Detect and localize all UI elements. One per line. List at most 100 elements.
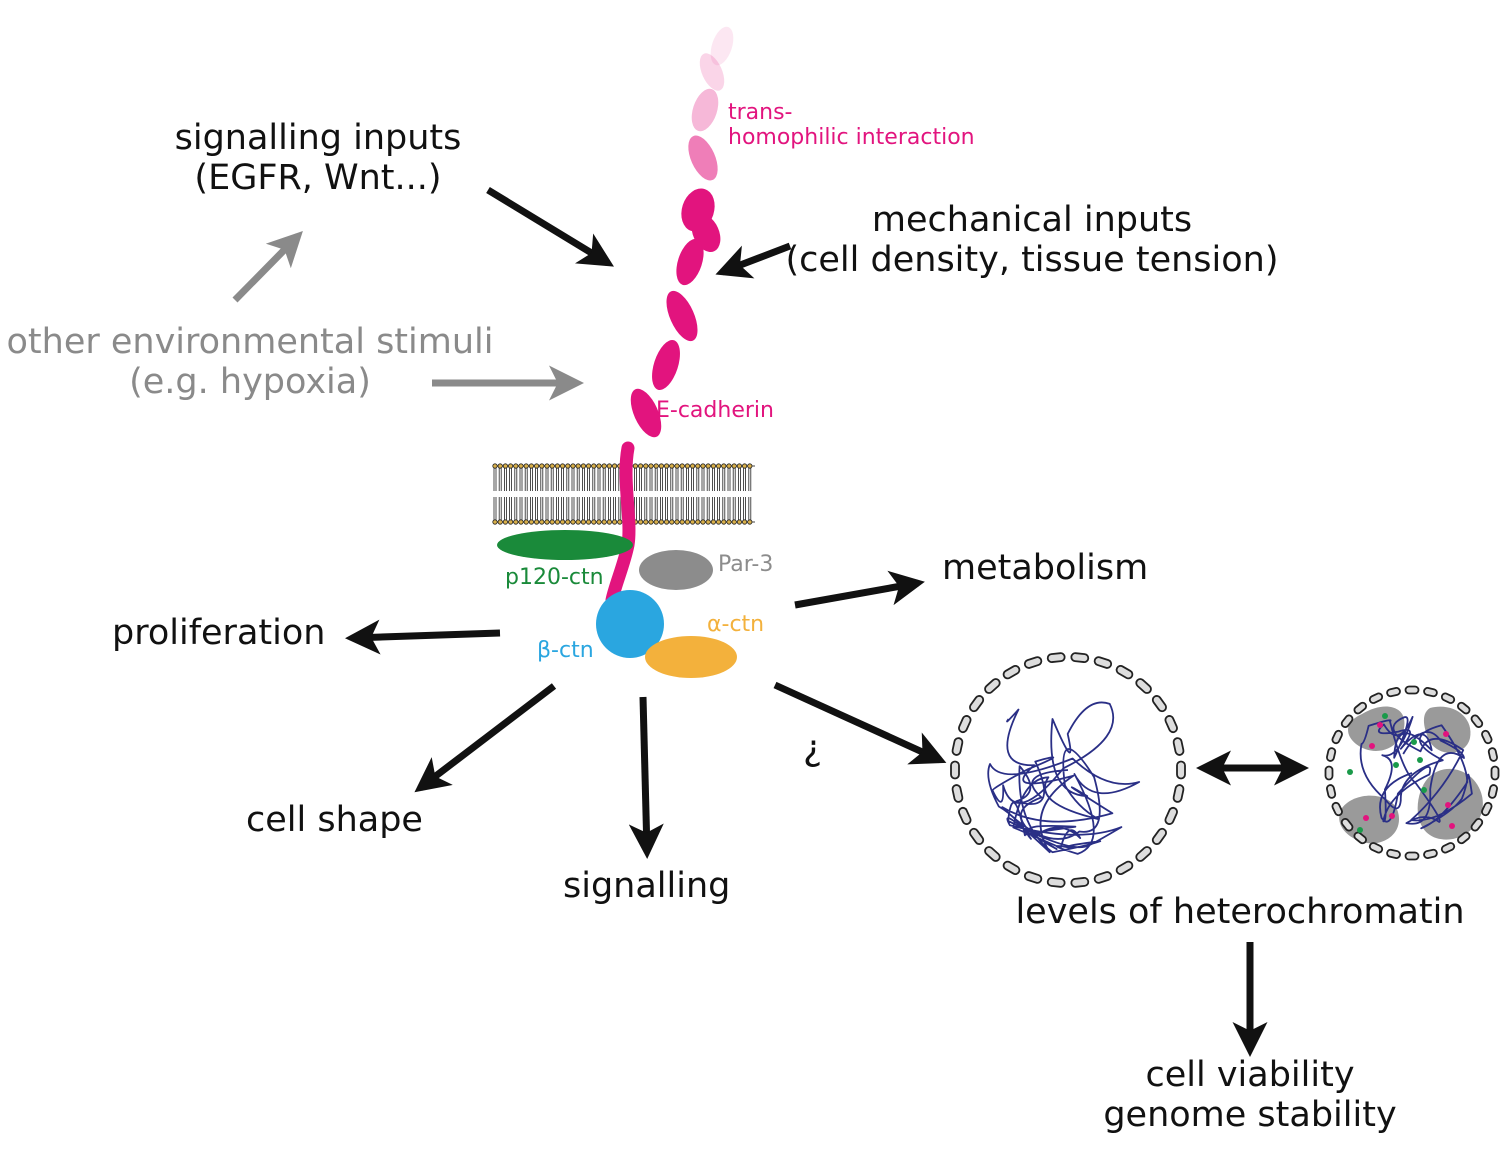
lipid-tail — [550, 497, 554, 520]
nuclear-envelope-segment — [1172, 737, 1185, 756]
label-proliferation: proliferation — [112, 613, 326, 653]
nuclear-envelope-segment — [1386, 687, 1401, 698]
nuclear-envelope-segment — [1093, 871, 1113, 884]
chromatin-mark-pink — [1443, 731, 1449, 737]
nuclear-envelope-segment — [1093, 656, 1113, 669]
lipid-tail — [561, 497, 564, 520]
nuclear-envelope-segment — [1164, 715, 1178, 734]
lipid-head — [684, 463, 691, 469]
lipid-tail — [654, 468, 658, 491]
lipid-tail — [743, 497, 746, 520]
nuclear-envelope-segment — [1481, 729, 1493, 745]
lipid-head — [721, 463, 727, 469]
nuclear-envelope-segment — [1046, 652, 1066, 663]
lipid-head — [658, 463, 665, 469]
lipid-head — [523, 519, 529, 525]
lipid-head — [606, 519, 613, 525]
lipid-head — [611, 519, 618, 525]
nuclear-envelope-segment — [951, 737, 964, 756]
label-p120-ctn: p120-ctn — [505, 565, 604, 590]
label-viability: cell viability genome stability — [1060, 1055, 1440, 1136]
lipid-head — [715, 463, 722, 469]
lipid-tail — [524, 497, 528, 520]
lipid-head — [559, 519, 566, 525]
arrow-signalling-inputs — [486, 187, 614, 267]
nuclear-envelope-segment — [1046, 877, 1066, 888]
nuclear-envelope-segment — [958, 806, 972, 825]
lipid-head — [700, 519, 706, 525]
lipid-tail — [670, 497, 674, 520]
chromatin-mark-pink — [1363, 815, 1369, 821]
lipid-head — [679, 463, 685, 469]
lipid-head — [565, 463, 571, 469]
lipid-head — [674, 463, 680, 469]
label-trans-homophilic: trans- homophilic interaction — [728, 100, 975, 151]
lipid-head — [741, 519, 748, 525]
lipid-tail — [696, 468, 700, 491]
cadherin-domain — [699, 53, 725, 91]
nuclear-envelope-segment — [984, 678, 1001, 694]
lipid-head — [689, 463, 696, 469]
label-par-3: Par-3 — [718, 552, 774, 577]
nuclear-envelope-segment — [969, 695, 985, 713]
lipid-head — [658, 519, 665, 525]
lipid-tail — [712, 497, 715, 520]
lipid-head — [497, 463, 503, 469]
nuclear-envelope-segment — [950, 760, 960, 780]
lipid-tail — [727, 468, 731, 491]
label-trans-line2: homophilic interaction — [728, 125, 975, 151]
lipid-head — [700, 463, 706, 469]
label-e-cadherin: E-cadherin — [656, 398, 774, 423]
lipid-tail — [519, 468, 523, 491]
lipid-head — [705, 519, 711, 525]
nuclear-envelope-segment — [1490, 765, 1500, 781]
nuclear-envelope-segment — [1172, 784, 1185, 803]
label-heterochromatin: levels of heterochromatin — [1015, 892, 1465, 932]
lipid-head — [591, 463, 597, 469]
lipid-tail — [550, 468, 554, 491]
cadherin-domain — [688, 135, 718, 181]
lipid-tail — [592, 468, 596, 491]
chromatin-fiber — [1359, 716, 1473, 830]
lipid-tail — [680, 468, 684, 491]
chromatin-mark-pink — [1389, 813, 1395, 819]
lipid-head — [539, 463, 545, 469]
chromatin-mark-pink — [1445, 802, 1451, 808]
nuclear-envelope-segment — [1423, 687, 1438, 698]
nuclear-envelope-segment — [1002, 664, 1021, 680]
lipid-tail — [701, 468, 705, 491]
par-3-shape — [639, 550, 713, 590]
lipid-head — [643, 519, 649, 525]
lipid-head — [736, 463, 743, 469]
nuclear-envelope-segment — [1023, 656, 1043, 669]
lipid-head — [747, 463, 753, 469]
chromatin-mark-green — [1393, 762, 1399, 768]
lipid-head — [502, 463, 508, 469]
lipid-tail — [540, 468, 544, 491]
lipid-head — [705, 463, 711, 469]
lipid-tail — [665, 497, 668, 520]
lipid-tail — [504, 468, 507, 491]
lipid-head — [549, 519, 555, 525]
lipid-head — [606, 463, 613, 469]
lipid-tail — [613, 497, 616, 520]
nuclear-envelope-segment — [951, 784, 964, 803]
lipid-tail — [582, 468, 585, 491]
nucleus-euchromatin — [950, 652, 1186, 888]
nuclear-envelope-segment — [1176, 760, 1186, 780]
nuclear-envelope-segment — [1487, 747, 1498, 762]
lipid-head — [528, 463, 535, 469]
nuclear-envelope-segment — [1470, 818, 1484, 832]
lipid-tail — [514, 468, 518, 491]
lipid-head — [663, 519, 670, 525]
lipid-head — [684, 519, 691, 525]
lipid-head — [507, 519, 514, 525]
alpha-ctn-shape — [645, 636, 737, 678]
lipid-head — [585, 519, 592, 525]
lipid-tail — [717, 497, 720, 520]
label-other-stimuli-line2: (e.g. hypoxia) — [129, 362, 371, 403]
nuclear-envelope-segment — [1440, 842, 1456, 854]
lipid-tail — [493, 468, 497, 491]
lipid-tail — [535, 468, 538, 491]
